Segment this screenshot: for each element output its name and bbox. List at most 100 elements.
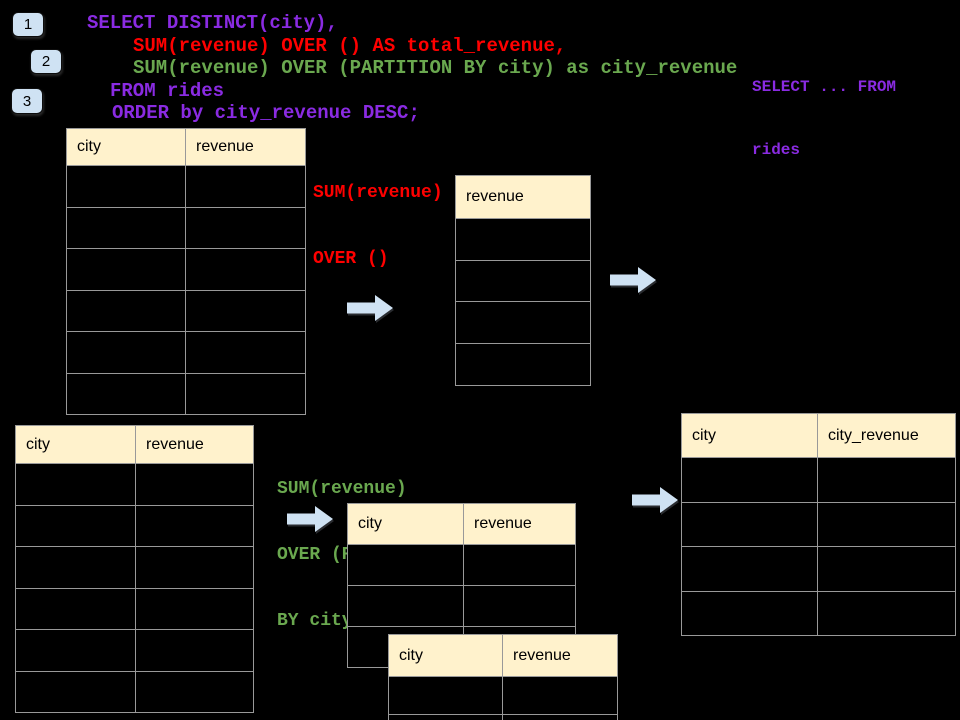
table-row: [66, 372, 306, 415]
empty-cell: [135, 629, 254, 672]
empty-cell: [135, 463, 254, 506]
table-row: [66, 165, 306, 208]
empty-cell: [817, 590, 956, 636]
side-note-line-2: rides: [752, 141, 801, 159]
table-row: [15, 546, 254, 589]
empty-cell: [135, 587, 254, 630]
column-header-revenue: revenue: [185, 128, 306, 166]
empty-cell: [817, 501, 956, 547]
right-arrow-icon: [347, 295, 393, 321]
annotation-over-total-line-1: SUM(revenue): [313, 183, 443, 203]
empty-cell: [502, 676, 618, 715]
empty-cell: [185, 331, 306, 374]
annotation-over-partition-line-1: SUM(revenue): [277, 479, 407, 499]
step-badge-2-label: 2: [41, 53, 51, 70]
column-header-city: city: [347, 503, 464, 545]
empty-cell: [185, 248, 306, 291]
empty-cell: [15, 463, 136, 506]
empty-cell: [66, 206, 186, 249]
sql-line-select: SELECT DISTINCT(city),: [87, 12, 338, 34]
empty-cell: [681, 590, 818, 636]
table-row: [15, 587, 254, 630]
empty-cell: [817, 546, 956, 592]
table-row: [455, 301, 591, 345]
step-badge-1-label: 1: [23, 16, 33, 33]
flow-arrow-2: [610, 267, 656, 293]
table-row: [66, 248, 306, 291]
table-row: [66, 206, 306, 249]
empty-cell: [681, 501, 818, 547]
empty-cell: [347, 585, 464, 627]
empty-cell: [185, 372, 306, 415]
empty-cell: [388, 676, 503, 715]
empty-cell: [817, 457, 956, 503]
empty-cell: [463, 585, 576, 627]
table-row: [388, 714, 618, 720]
table-row: [15, 504, 254, 547]
table-row: [66, 331, 306, 374]
step-badge-2: 2: [30, 49, 62, 74]
step-badge-1: 1: [12, 12, 44, 37]
empty-cell: [681, 546, 818, 592]
empty-cell: [502, 714, 618, 720]
column-header-city_revenue: city_revenue: [817, 413, 956, 458]
column-header-city: city: [15, 425, 136, 464]
table-row: [15, 670, 254, 713]
table-row: [681, 590, 956, 636]
step-badge-3-label: 3: [22, 92, 32, 110]
table-row: [681, 457, 956, 503]
flow-arrow-3: [287, 506, 333, 532]
empty-cell: [463, 544, 576, 586]
table-row: [347, 544, 576, 586]
side-note-select-from: SELECT ... FROM rides: [752, 35, 896, 203]
column-header-city: city: [66, 128, 186, 166]
empty-cell: [66, 372, 186, 415]
empty-cell: [15, 546, 136, 589]
empty-cell: [185, 289, 306, 332]
table-row: [455, 343, 591, 386]
flow-arrow-1: [347, 295, 393, 321]
empty-cell: [185, 165, 306, 208]
empty-cell: [185, 206, 306, 249]
side-note-line-1: SELECT ... FROM: [752, 78, 897, 96]
table-row: [681, 546, 956, 592]
empty-cell: [66, 289, 186, 332]
header-row: revenue: [455, 175, 591, 219]
table-row: [455, 218, 591, 261]
table-row: [66, 289, 306, 332]
sql-line-from: FROM rides: [110, 80, 225, 102]
empty-cell: [347, 544, 464, 586]
table-row: [455, 259, 591, 303]
table-row: [388, 676, 618, 715]
annotation-over-total-line-2: OVER (): [313, 249, 389, 269]
sql-line-order-by: ORDER by city_revenue DESC;: [112, 102, 420, 124]
sql-line-total-revenue: SUM(revenue) OVER () AS total_revenue,: [133, 35, 567, 57]
empty-cell: [455, 259, 591, 303]
column-header-revenue: revenue: [463, 503, 576, 545]
column-header-revenue: revenue: [455, 175, 591, 219]
column-header-city: city: [388, 634, 503, 677]
annotation-over-total: SUM(revenue) OVER (): [313, 138, 443, 314]
step-badge-3: 3: [11, 88, 43, 114]
empty-cell: [135, 504, 254, 547]
empty-cell: [455, 301, 591, 345]
table-revenue-projection: revenue: [455, 175, 591, 386]
empty-cell: [455, 343, 591, 386]
sql-line-city-revenue: SUM(revenue) OVER (PARTITION BY city) as…: [133, 57, 738, 79]
empty-cell: [15, 629, 136, 672]
table-row: [15, 629, 254, 672]
flow-arrow-4: [632, 487, 678, 513]
empty-cell: [66, 165, 186, 208]
empty-cell: [388, 714, 503, 720]
empty-cell: [681, 457, 818, 503]
column-header-city: city: [681, 413, 818, 458]
